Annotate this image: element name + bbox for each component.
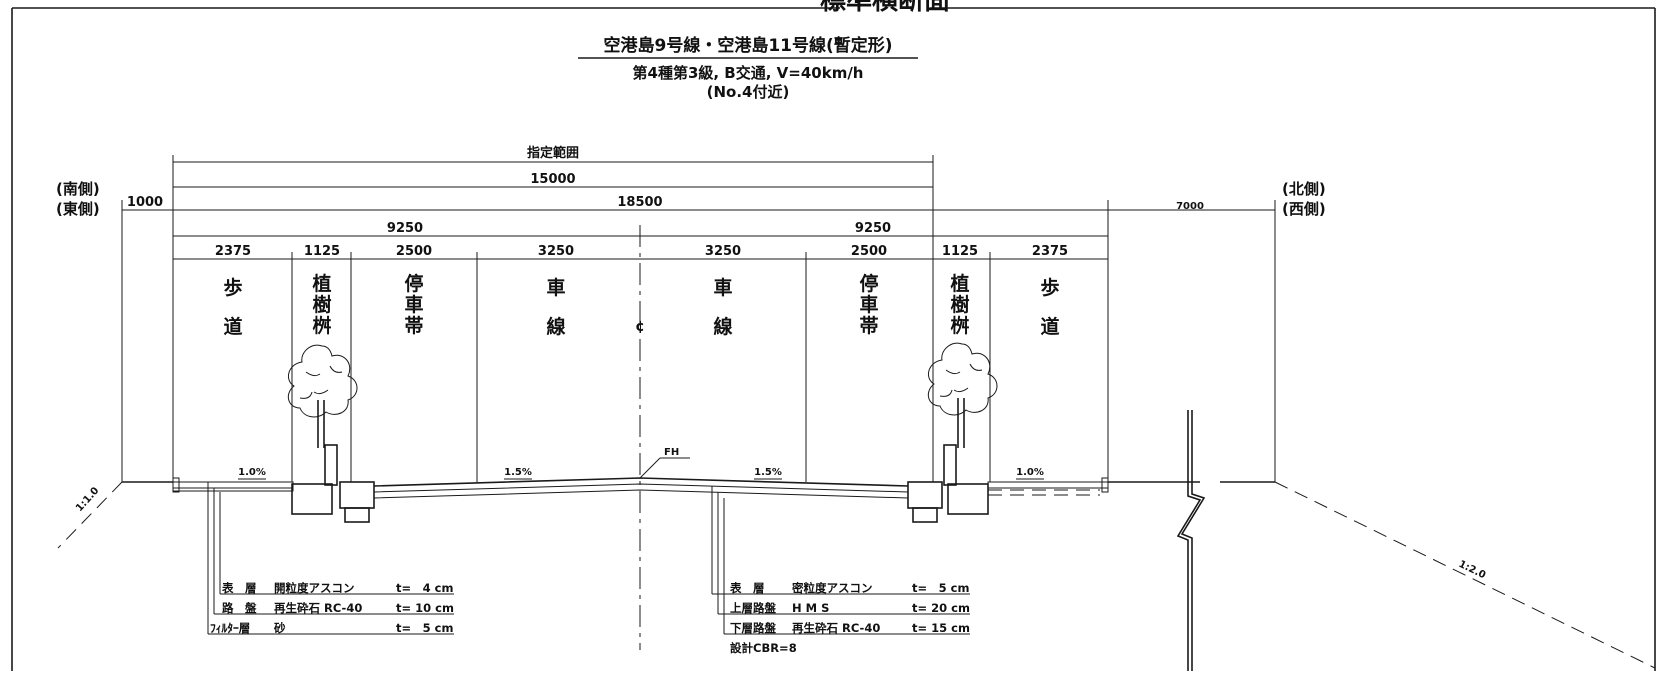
pave-right-layer-2: 上層路盤 <box>730 601 776 615</box>
zone-planting-left-1: 植 <box>312 272 331 295</box>
pave-left-t-1: t= 4 cm <box>396 581 453 595</box>
pavement-table-right: 表 層 密粒度アスコン t= 5 cm 上層路盤 H M S t= 20 cm … <box>729 581 970 655</box>
pave-right-t-3: t= 15 cm <box>912 621 970 635</box>
dim-seg-r3: 1125 <box>942 244 978 259</box>
pave-left-material-3: 砂 <box>274 621 286 635</box>
pave-left-layer-3: ﾌｨﾙﾀｰ層 <box>210 621 250 635</box>
pave-right-material-1: 密粒度アスコン <box>791 581 873 595</box>
dim-half-left: 9250 <box>387 221 423 236</box>
fh-label: FH <box>664 447 679 458</box>
pave-left-t-3: t= 5 cm <box>396 621 453 635</box>
zone-parking-right-3: 帯 <box>859 314 878 337</box>
design-cbr-note: 設計CBR=8 <box>730 641 797 655</box>
dim-half-right: 9250 <box>855 221 891 236</box>
pavement-leaders-left <box>207 482 454 635</box>
slope-right-sidewalk: 1.0% <box>1016 467 1044 478</box>
pave-left-material-1: 開粒度アスコン <box>274 581 355 595</box>
slope-annotations: 1.0% 1.5% 1.5% 1.0% <box>238 467 1044 480</box>
top-partial-title: 標準横断面 <box>820 0 950 16</box>
zone-sidewalk-right-2: 道 <box>1040 315 1059 338</box>
dim-seg-r2: 2500 <box>851 244 887 259</box>
pave-right-layer-1: 表 層 <box>729 581 765 595</box>
pave-right-material-2: H M S <box>792 601 829 615</box>
side-label-east: (東側) <box>56 200 100 218</box>
centerline-symbol: ¢ <box>635 319 645 335</box>
dim-seg-r4: 2375 <box>1032 244 1068 259</box>
zone-parking-left-3: 帯 <box>404 314 423 337</box>
roadway-section: FH <box>122 447 1275 523</box>
zone-sidewalk-left-1: 歩 <box>223 276 242 299</box>
drawing-frame <box>11 7 1656 671</box>
dim-seg-l3: 2500 <box>396 244 432 259</box>
tree-right-icon <box>927 342 998 486</box>
title-line-2: 第4種第3級, B交通, V=40km/h <box>633 64 864 82</box>
title-line-3: (No.4付近) <box>707 83 790 101</box>
zone-lane-right-2: 線 <box>713 315 732 338</box>
dim-15000: 15000 <box>530 172 575 187</box>
pave-left-layer-2: 路 盤 <box>222 601 257 615</box>
slope-left-lane: 1.5% <box>504 467 532 478</box>
dim-seg-l1: 2375 <box>215 244 251 259</box>
zone-lane-left-1: 車 <box>546 276 565 299</box>
pave-left-material-2: 再生砕石 RC-40 <box>274 601 362 615</box>
zone-parking-left-1: 停 <box>404 272 423 295</box>
dim-seg-r1: 3250 <box>705 244 741 259</box>
title-line-1: 空港島9号線・空港島11号線(暫定形) <box>603 35 892 56</box>
zone-sidewalk-left-2: 道 <box>223 315 242 338</box>
designated-range-label: 指定範囲 <box>527 145 579 161</box>
pave-left-layer-1: 表 層 <box>221 581 257 595</box>
zone-planting-left-3: 桝 <box>312 314 331 337</box>
zone-planting-left-2: 樹 <box>312 293 331 316</box>
slope-left-sidewalk: 1.0% <box>238 467 266 478</box>
zone-parking-right-1: 停 <box>859 272 878 295</box>
zone-planting-right-2: 樹 <box>950 293 969 316</box>
embankment-left-ratio: 1:1.0 <box>74 485 101 514</box>
title-block: 空港島9号線・空港島11号線(暫定形) 第4種第3級, B交通, V=40km/… <box>578 35 918 101</box>
pave-right-material-3: 再生砕石 RC-40 <box>792 621 880 635</box>
pave-left-t-2: t= 10 cm <box>396 601 454 615</box>
dim-18500: 18500 <box>617 195 662 210</box>
zone-lane-left-2: 線 <box>546 315 565 338</box>
tree-left-icon <box>287 344 358 486</box>
dimension-lines: 指定範囲 15000 18500 1000 7000 9250 9250 237… <box>122 145 1275 260</box>
extension-lines <box>121 155 1276 650</box>
slope-right-lane: 1.5% <box>754 467 782 478</box>
side-labels: (南側) (東側) (北側) (西側) <box>56 180 1326 218</box>
dim-seg-l4: 3250 <box>538 244 574 259</box>
zone-sidewalk-right-1: 歩 <box>1040 276 1059 299</box>
pave-right-layer-3: 下層路盤 <box>730 621 776 635</box>
zone-parking-right-2: 車 <box>859 293 878 316</box>
zone-parking-left-2: 車 <box>404 293 423 316</box>
zone-lane-right-1: 車 <box>713 276 732 299</box>
side-label-west: (西側) <box>1282 200 1326 218</box>
dim-seg-l2: 1125 <box>304 244 340 259</box>
dim-offset-right: 7000 <box>1176 201 1204 212</box>
side-label-south: (南側) <box>56 180 100 198</box>
pavement-leaders-right <box>711 486 970 635</box>
zone-planting-right-1: 植 <box>950 272 969 295</box>
pavement-table-left: 表 層 開粒度アスコン t= 4 cm 路 盤 再生砕石 RC-40 t= 10… <box>210 581 454 635</box>
zone-planting-right-3: 桝 <box>950 314 969 337</box>
side-label-north: (北側) <box>1282 180 1326 198</box>
zone-labels: 歩 道 植 樹 桝 停 車 帯 車 線 ¢ 車 線 停 車 帯 植 樹 桝 歩 … <box>223 272 1059 338</box>
dim-offset-left: 1000 <box>127 195 163 210</box>
pave-right-t-1: t= 5 cm <box>912 581 969 595</box>
embankment-right-ratio: 1:2.0 <box>1457 559 1488 581</box>
pave-right-t-2: t= 20 cm <box>912 601 970 615</box>
